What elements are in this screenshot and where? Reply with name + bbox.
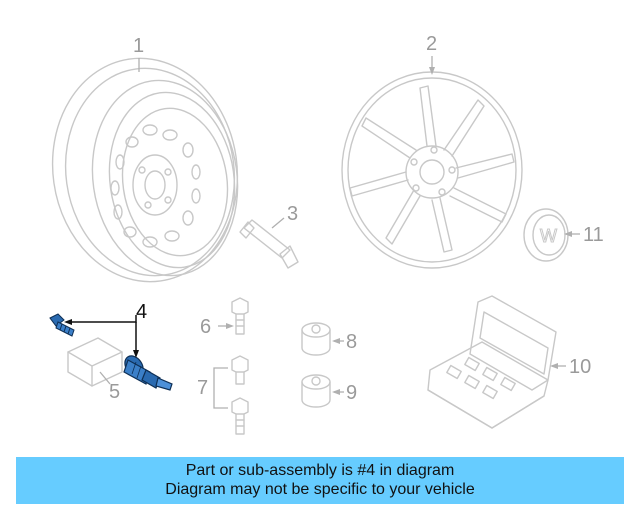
callout-2: 2 [426,33,437,55]
brand-emblem-icon: W [540,226,557,246]
callout-9: 9 [346,382,357,404]
callout-4: 4 [136,301,147,323]
locking-bolt-part: 7 [197,355,249,435]
wheel-bolt-part: 6 [200,297,249,338]
callout-11: 11 [583,224,604,246]
alloy-wheel-part: 2 [341,33,523,269]
callout-5: 5 [109,381,120,403]
callout-3: 3 [287,203,298,225]
bolt-cap-part: 8 [301,322,357,356]
tpms-sensor-part: 4 [49,301,173,391]
part-info-banner: Part or sub-assembly is #4 in diagram Di… [16,457,624,504]
steel-wheel-part: 1 [51,35,239,283]
callout-1: 1 [133,35,144,57]
valve-stem-part: 3 [239,203,299,269]
center-cap-part: W 11 [523,208,604,262]
sensor-housing-part: 5 [67,337,123,403]
callout-8: 8 [346,331,357,353]
banner-disclaimer-line: Diagram may not be specific to your vehi… [165,481,475,498]
callout-6: 6 [200,316,211,338]
callout-10: 10 [569,356,591,378]
sensor-valve-body [123,355,173,391]
parts-diagram: 1 2 3 [49,33,604,435]
lock-cap-part: 9 [301,374,357,408]
callout-7: 7 [197,377,208,399]
banner-part-line: Part or sub-assembly is #4 in diagram [185,462,455,479]
sensor-screw [49,313,75,337]
tool-kit-part: 10 [427,295,591,429]
